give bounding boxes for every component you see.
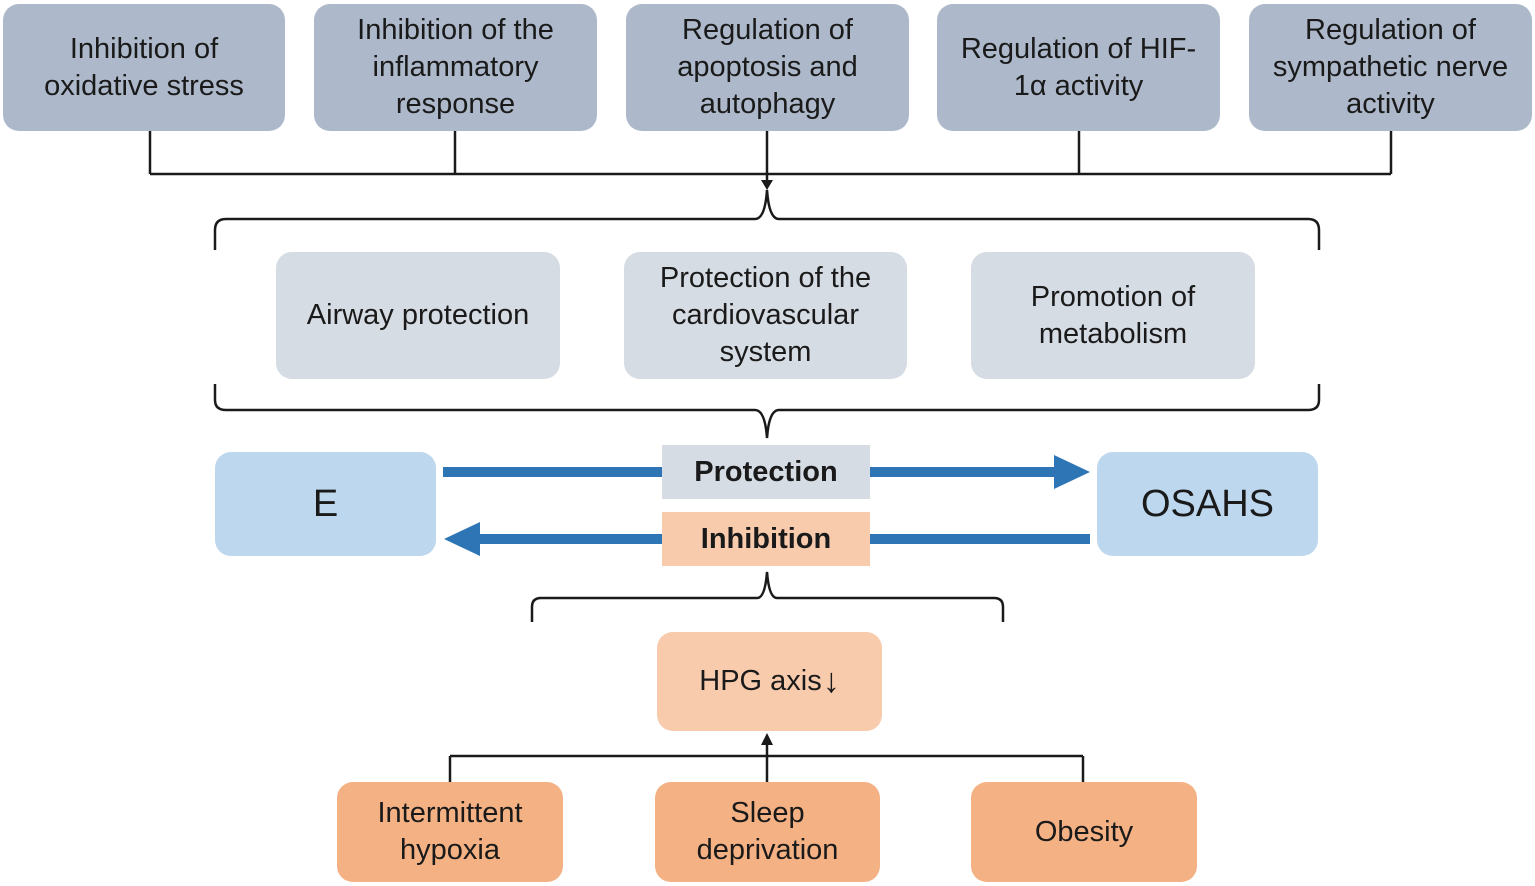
cause-arrowhead <box>761 733 773 745</box>
hpg-axis-box: HPG axis↓ <box>657 632 882 731</box>
effect-metabolism: Promotion of metabolism <box>971 252 1255 379</box>
hpg-axis-label: HPG axis <box>699 665 822 697</box>
mechanism-arrowhead <box>761 180 773 190</box>
cause-intermittent-hypoxia: Intermittent hypoxia <box>337 782 563 882</box>
cause-sleep-deprivation: Sleep deprivation <box>655 782 880 882</box>
inhibition-label: Inhibition <box>662 512 870 566</box>
inhibition-brace <box>530 571 1005 622</box>
mechanism-oxidative-stress: Inhibition of oxidative stress <box>3 4 285 131</box>
mechanism-apoptosis-autophagy: Regulation of apoptosis and autophagy <box>626 4 909 131</box>
effects-top-brace <box>213 189 1321 250</box>
protection-label: Protection <box>662 445 870 499</box>
effect-cardiovascular: Protection of the cardiovascular system <box>624 252 907 379</box>
mechanism-hif1a-activity: Regulation of HIF-1α activity <box>937 4 1220 131</box>
effect-airway-protection: Airway protection <box>276 252 560 379</box>
node-osahs: OSAHS <box>1097 452 1318 556</box>
mechanism-sympathetic-nerve: Regulation of sympathetic nerve activity <box>1249 4 1532 131</box>
node-e: E <box>215 452 436 556</box>
mechanism-connector <box>148 131 1393 182</box>
down-arrow-icon: ↓ <box>822 662 840 700</box>
inhibition-arrowhead <box>444 522 480 556</box>
effects-bottom-brace <box>213 384 1321 439</box>
cause-connector <box>448 744 1085 782</box>
protection-arrowhead <box>1054 455 1090 489</box>
cause-obesity: Obesity <box>971 782 1197 882</box>
mechanism-inflammatory-response: Inhibition of the inflammatory response <box>314 4 597 131</box>
